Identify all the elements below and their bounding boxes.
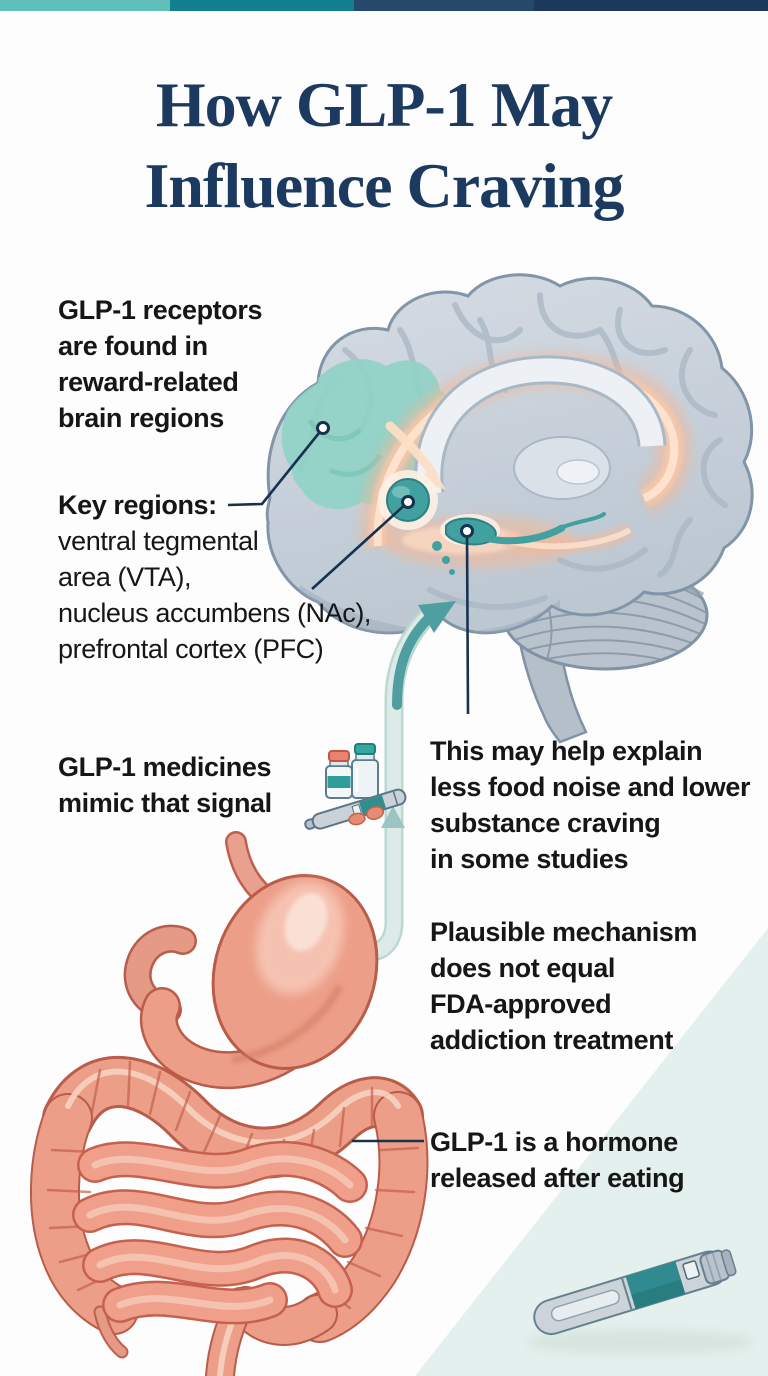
- vial-orange-cap: [325, 750, 353, 799]
- pill: [348, 812, 366, 826]
- brain-sagittal-illustration: [265, 273, 754, 744]
- band-chevron: [381, 806, 405, 828]
- callout-key-regions-to-pfc: [227, 427, 325, 507]
- title-line-1: How GLP-1 May: [155, 69, 613, 140]
- accent-bar-segment-navy-dark: [534, 0, 768, 11]
- title-line-2: Influence Craving: [144, 150, 625, 221]
- infographic-title: How GLP-1 May Influence Craving: [0, 64, 768, 226]
- small-intestine-coils: [72, 1140, 368, 1325]
- note-medicines: GLP-1 medicines mimic that signal: [58, 752, 272, 818]
- pill: [365, 806, 385, 820]
- callout-lines: [227, 421, 474, 1143]
- pfc-to-nac-arrow: [385, 421, 446, 490]
- small-injection-pen: [304, 788, 407, 830]
- injection-pen-illustration: [525, 1249, 755, 1355]
- stomach-illustration: [123, 831, 379, 1090]
- note-receptors: GLP-1 receptors are found in reward-rela…: [58, 295, 263, 433]
- top-accent-bar: [0, 0, 768, 11]
- accent-bar-segment-teal-light: [0, 0, 170, 11]
- intestines-illustration: [30, 1056, 429, 1376]
- note-caution: Plausible mechanism does not equal FDA-a…: [430, 917, 698, 1055]
- corpus-callosum: [414, 355, 667, 496]
- gut-to-brain-arrow: [363, 601, 456, 962]
- key-regions-heading: Key regions:: [58, 490, 217, 520]
- vial-teal-cap: [351, 743, 379, 799]
- note-hormone: GLP-1 is a hormone released after eating: [430, 1127, 685, 1193]
- accent-bar-segment-navy: [354, 0, 534, 11]
- callout-vta-to-text: [465, 531, 470, 715]
- callout-dot-pfc: [316, 421, 330, 435]
- accent-bar-segment-teal: [170, 0, 354, 11]
- note-explain: This may help explain less food noise an…: [430, 736, 751, 874]
- thalamus-inner: [556, 459, 600, 485]
- note-key-regions: Key regions: ventral tegmental area (VTA…: [58, 487, 371, 667]
- glp1-vials-and-pen: [304, 743, 407, 830]
- callout-dot-vta: [460, 524, 474, 538]
- callout-nac: [311, 501, 409, 590]
- callout-dot-nac: [401, 495, 415, 509]
- arrowhead: [418, 601, 456, 633]
